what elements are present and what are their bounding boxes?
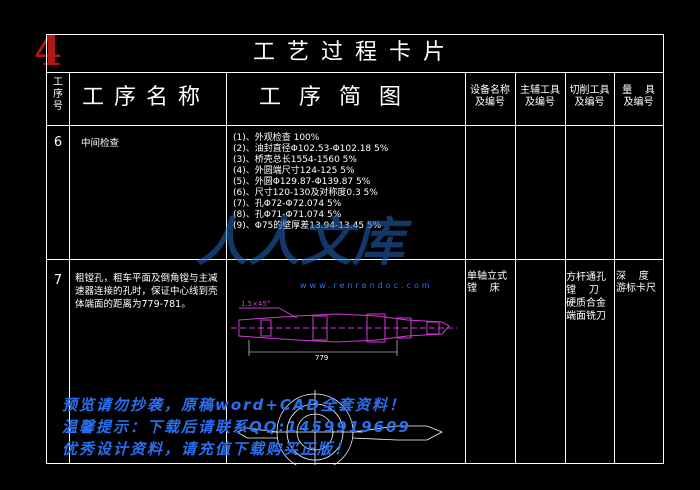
notice-line-2: 温馨提示：下载后请联系QQ:1459919609 — [62, 418, 411, 436]
header-seq: 工序号 — [53, 77, 63, 112]
row6-steps: (1)、外观检查 100% (2)、油封直径Φ102.53-Φ102.18 5%… — [233, 133, 389, 231]
card-title: 工艺过程卡片 — [252, 40, 457, 65]
row7-seq: 7 — [53, 273, 63, 288]
row7-tool: 方杆通孔镗 刀 硬质合金端面铣刀 — [566, 272, 606, 322]
length-dimension: 779 — [315, 354, 328, 362]
chamfer-dimension: 1.5×45° — [241, 300, 270, 308]
header-step-sketch: 工序简图 — [259, 85, 420, 110]
watermark-url: www.renrendoc.com — [300, 281, 433, 290]
watermark-logo: 人人文库 — [196, 213, 405, 273]
header-equipment: 设备名称及编号 — [470, 85, 510, 108]
notice-line-1: 预览请勿抄袭，原稿word+CAD全套资料！ — [62, 396, 406, 414]
notice-line-3: 优秀设计资料，请充值下载购买正版！ — [62, 440, 352, 458]
row7-equipment: 单轴立式镗 床 — [467, 271, 507, 294]
header-fixture: 主辅工具及编号 — [520, 85, 560, 108]
process-card: 工艺过程卡片 工序号 工序名称 工序简图 设备名称及编号 主辅工具及编号 切削工… — [46, 34, 664, 465]
row6-name: 中间检查 — [81, 138, 120, 149]
header-step-name: 工序名称 — [82, 85, 211, 110]
row7-name: 粗镗孔，粗车平面及倒角镗与主减速器连接的孔时，保证中心线到壳体端面的距离为779… — [75, 273, 218, 310]
page-number: 4 — [34, 28, 62, 75]
header-gauge: 量 具及编号 — [622, 85, 655, 108]
axle-housing-drawing: 1.5×45° 779 — [231, 300, 457, 465]
row6-seq: 6 — [53, 135, 63, 150]
row7-gauge: 深 度游标卡尺 — [616, 271, 656, 294]
header-tool: 切削工具及编号 — [569, 85, 610, 108]
